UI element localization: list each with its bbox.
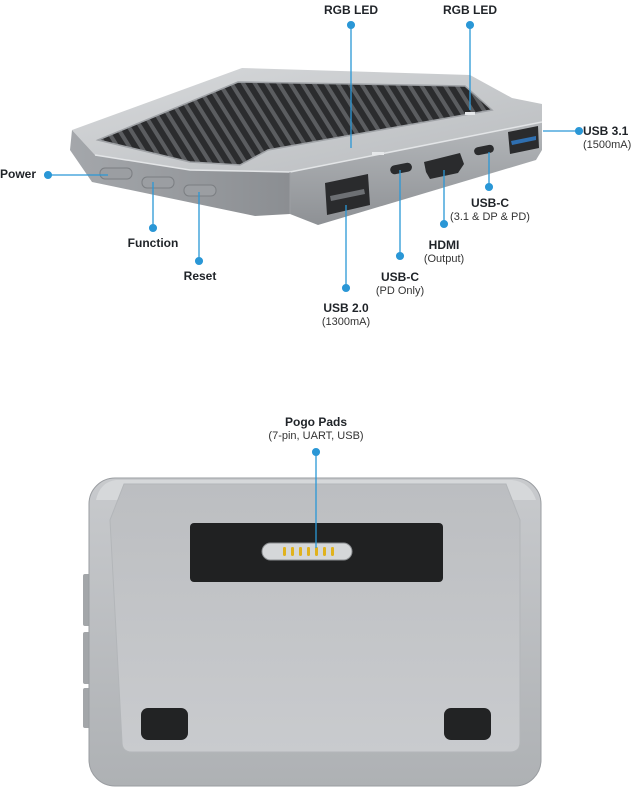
usbc-pd-port <box>390 162 412 175</box>
device-left-face <box>70 130 290 216</box>
device-bottom-view <box>83 477 542 787</box>
power-button[interactable] <box>99 167 133 180</box>
label-rgb-led-right: RGB LED <box>443 3 497 17</box>
heatsink-fins <box>98 82 492 165</box>
label-usbc-pd: USB-C (PD Only) <box>375 270 425 297</box>
label-pogo: Pogo Pads (7-pin, UART, USB) <box>268 415 364 442</box>
rubber-foot-right <box>444 708 491 740</box>
usb31-port <box>508 126 539 154</box>
label-reset: Reset <box>183 269 217 283</box>
hdmi-port <box>424 153 464 179</box>
label-power: Power <box>0 167 37 181</box>
label-rgb-led-left: RGB LED <box>324 3 378 17</box>
rgb-led-left <box>372 152 384 155</box>
pogo-pins <box>283 547 334 556</box>
device-top-view <box>70 68 543 225</box>
label-usb20: USB 2.0 (1300mA) <box>321 301 371 328</box>
rgb-led-right <box>465 112 475 115</box>
usb20-port <box>325 174 370 215</box>
label-hdmi: HDMI (Output) <box>423 238 465 265</box>
top-callout-lines <box>43 20 584 293</box>
function-button[interactable] <box>141 176 175 189</box>
label-usb31: USB 3.1 (1500mA) <box>583 124 632 151</box>
rubber-foot-left <box>141 708 188 740</box>
label-usbc-dp: USB-C (3.1 & DP & PD) <box>450 196 530 223</box>
pogo-callout-line <box>311 447 321 548</box>
label-function: Function <box>127 236 179 250</box>
reset-button[interactable] <box>183 184 217 197</box>
